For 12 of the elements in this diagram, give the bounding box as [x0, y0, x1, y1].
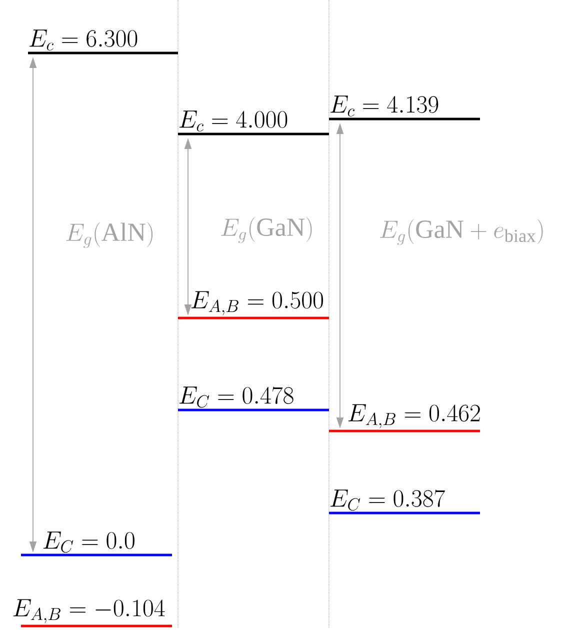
edge-label: $E_g(\mathrm{GaN}+e_{\mathrm{biax}})$ — [380, 219, 543, 246]
energy-level: $E_{A,B} = 0.500$ — [178, 291, 329, 320]
energy-level: $E_c = 4.139$ — [329, 96, 480, 120]
energy-level: $E_C = 0.0$ — [21, 532, 172, 556]
energy-level: $E_c = 6.300$ — [28, 30, 178, 54]
energy-level: $E_c = 4.000$ — [178, 110, 329, 136]
energy-level: $E_C = 0.478$ — [178, 386, 329, 412]
edge-label: $E_g(\mathrm{AlN})$ — [66, 222, 153, 248]
energy-level: $E_{A,B} = 0.462$ — [329, 404, 480, 432]
energy-level: $E_{A,B} = -0.104$ — [13, 599, 172, 628]
edge-label: $E_g(\mathrm{GaN})$ — [221, 217, 312, 244]
energy-level: $E_C = 0.387$ — [329, 490, 480, 514]
